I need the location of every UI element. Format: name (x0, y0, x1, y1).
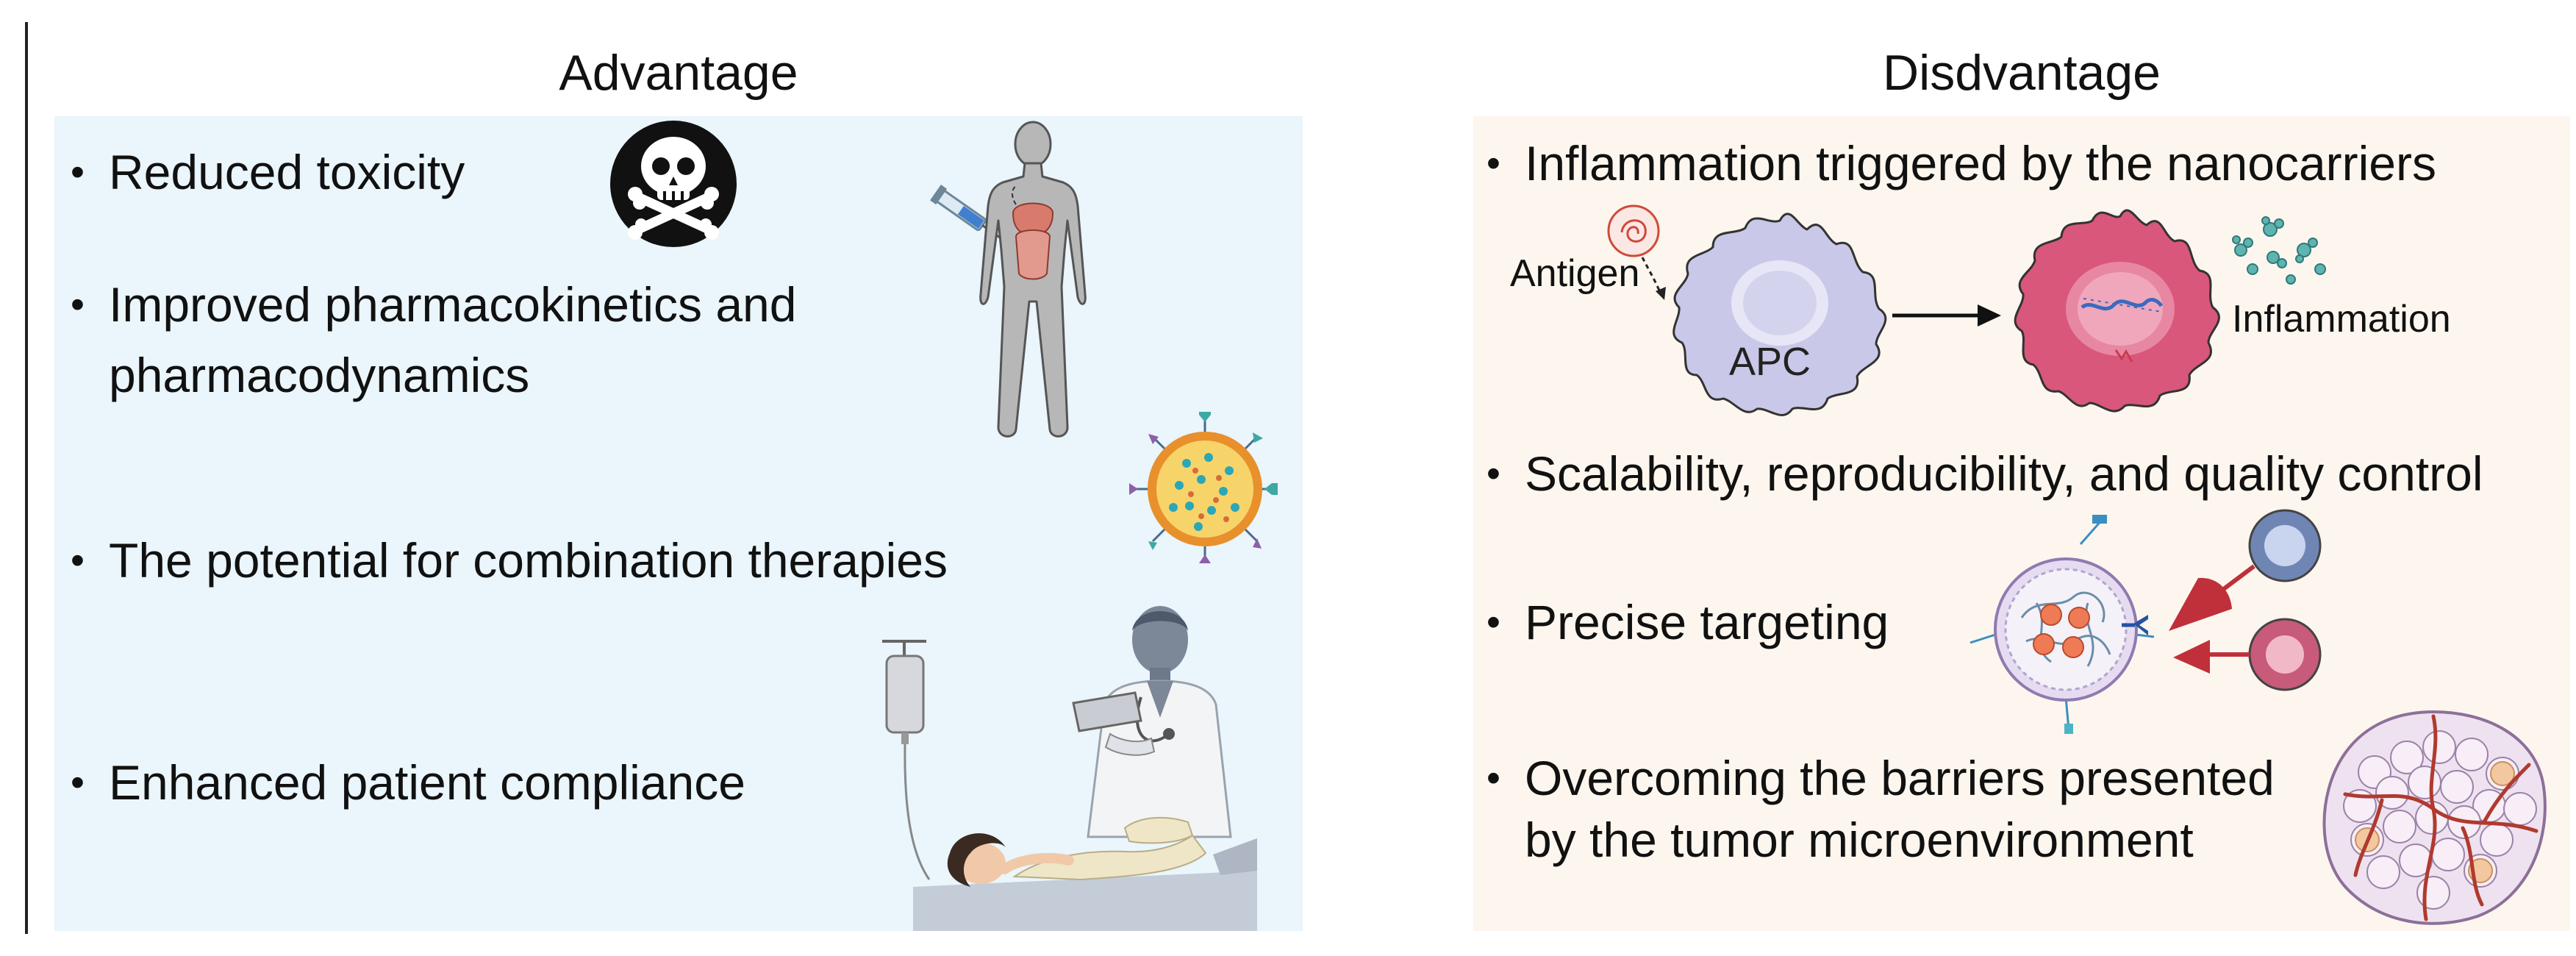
inflamed-cell-icon (2014, 209, 2220, 413)
advantage-item-combination-therapies: •The potential for combination therapies (71, 533, 948, 588)
arrow-icon (1892, 304, 2001, 327)
apc-label: APC (1729, 340, 1811, 384)
tumor-tissue-icon (2322, 710, 2547, 925)
skull-crossbones-icon (610, 121, 737, 247)
disadvantage-title: Disdvantage (1882, 45, 2161, 101)
cytokine-cluster-icon (2232, 216, 2326, 285)
antigen-label: Antigen (1510, 252, 1640, 295)
advantage-item-reduced-toxicity: •Reduced toxicity (71, 145, 465, 199)
disadvantage-item-precise-targeting: •Precise targeting (1486, 595, 1889, 649)
left-divider-line (25, 22, 28, 934)
antigen-particle-icon (1607, 204, 1666, 300)
patient-icon (913, 816, 1257, 931)
apc-cell-icon (1672, 213, 1887, 416)
advantage-item-patient-compliance: •Enhanced patient compliance (71, 755, 745, 810)
iv-bag-icon (882, 640, 931, 880)
disadvantage-item-scalability: •Scalability, reproducibility, and quali… (1486, 446, 2483, 501)
targeted-nanocarrier-icon (1969, 515, 2155, 734)
immune-cell-icon (2169, 509, 2322, 691)
inflammation-label: Inflammation (2232, 298, 2451, 340)
nanoparticle-icon (1129, 412, 1278, 563)
human-body-icon (979, 121, 1087, 438)
doctor-icon (1072, 606, 1232, 838)
disadvantage-item-inflammation: •Inflammation triggered by the nanocarri… (1486, 136, 2436, 190)
advantage-title: Advantage (559, 45, 798, 101)
